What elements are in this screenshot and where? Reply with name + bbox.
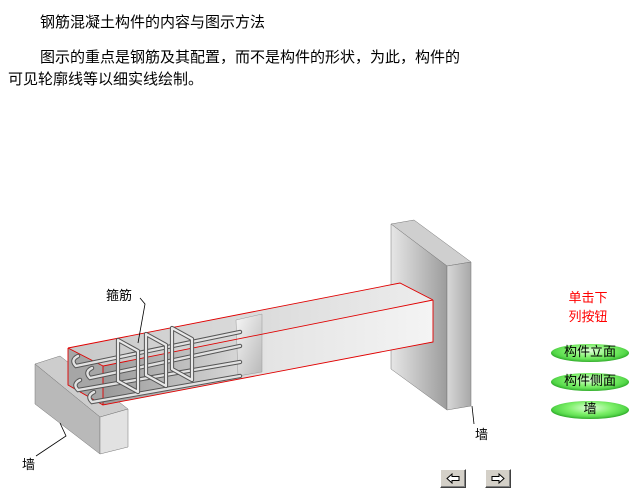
description-paragraph: 图示的重点是钢筋及其配置，而不是构件的形状，为此，构件的 可见轮廓线等以细实线绘…	[8, 46, 568, 90]
left-arrow-icon	[446, 473, 460, 484]
hint-line-1: 单击下	[568, 291, 608, 306]
description-line-2: 可见轮廓线等以细实线绘制。	[8, 70, 204, 88]
description-line-1: 图示的重点是钢筋及其配置，而不是构件的形状，为此，构件的	[40, 48, 461, 66]
stirrup-label: 箍筋	[106, 289, 133, 304]
instruction-hint: 单击下 列按钮	[561, 289, 615, 327]
left-wall-label: 墙	[22, 458, 36, 473]
right-wall-label: 墙	[475, 428, 489, 443]
wall-button[interactable]: 墙	[551, 401, 629, 419]
leader-lines	[35, 297, 475, 457]
component-elevation-button[interactable]: 构件立面	[551, 344, 629, 362]
right-arrow-icon	[491, 473, 505, 484]
reinforcement-cage	[71, 325, 243, 405]
hint-line-2: 列按钮	[568, 310, 608, 325]
next-page-button[interactable]	[485, 469, 511, 488]
page-heading: 钢筋混凝土构件的内容与图示方法	[40, 13, 266, 31]
component-side-button[interactable]: 构件侧面	[551, 373, 629, 391]
previous-page-button[interactable]	[440, 469, 466, 488]
